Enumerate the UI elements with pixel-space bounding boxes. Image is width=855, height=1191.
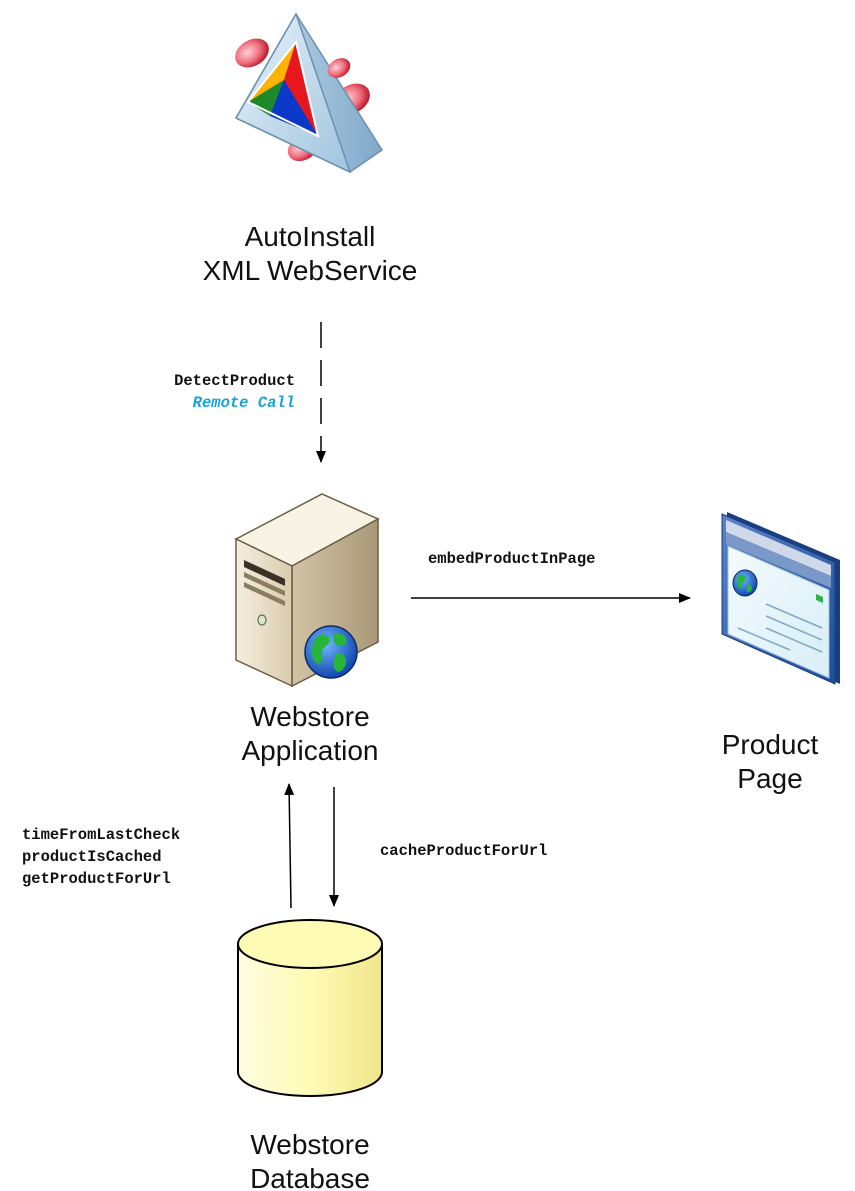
database-cylinder-icon	[237, 919, 383, 1097]
webservice-label: AutoInstall XML WebService	[150, 220, 470, 288]
db-query-time-from-last-check: timeFromLastCheck	[22, 826, 181, 844]
cache-product-text: cacheProductForUrl	[380, 842, 548, 860]
db-query-arrow	[284, 783, 295, 909]
database-label-line2: Database	[250, 1163, 370, 1191]
web-page-icon	[721, 512, 840, 685]
embed-product-label: embedProductInPage	[428, 548, 595, 570]
database-label-line1: Webstore	[250, 1129, 370, 1160]
detect-product-label: DetectProduct Remote Call	[110, 370, 295, 414]
webstore-app-label-line2: Application	[241, 735, 379, 766]
webservice-label-line1: AutoInstall	[244, 221, 376, 252]
webstore-app-label-line1: Webstore	[250, 701, 370, 732]
embed-product-text: embedProductInPage	[428, 550, 596, 568]
webstore-app-label: Webstore Application	[150, 700, 470, 768]
product-page-label-line2: Page	[737, 763, 803, 794]
remote-call-text: Remote Call	[192, 394, 295, 412]
web-server-icon	[234, 493, 380, 688]
product-page-label: Product Page	[700, 728, 840, 796]
database-label: Webstore Database	[170, 1128, 450, 1191]
product-page-label-line1: Product	[721, 729, 819, 760]
xml-webservice-icon	[234, 12, 384, 174]
db-queries-label: timeFromLastCheck productIsCached getPro…	[22, 824, 180, 890]
cache-product-label: cacheProductForUrl	[380, 840, 547, 862]
db-query-product-is-cached: productIsCached	[22, 848, 162, 866]
detect-product-text: DetectProduct	[174, 372, 295, 390]
db-query-get-product-for-url: getProductForUrl	[22, 870, 171, 888]
webservice-label-line2: XML WebService	[202, 255, 418, 286]
